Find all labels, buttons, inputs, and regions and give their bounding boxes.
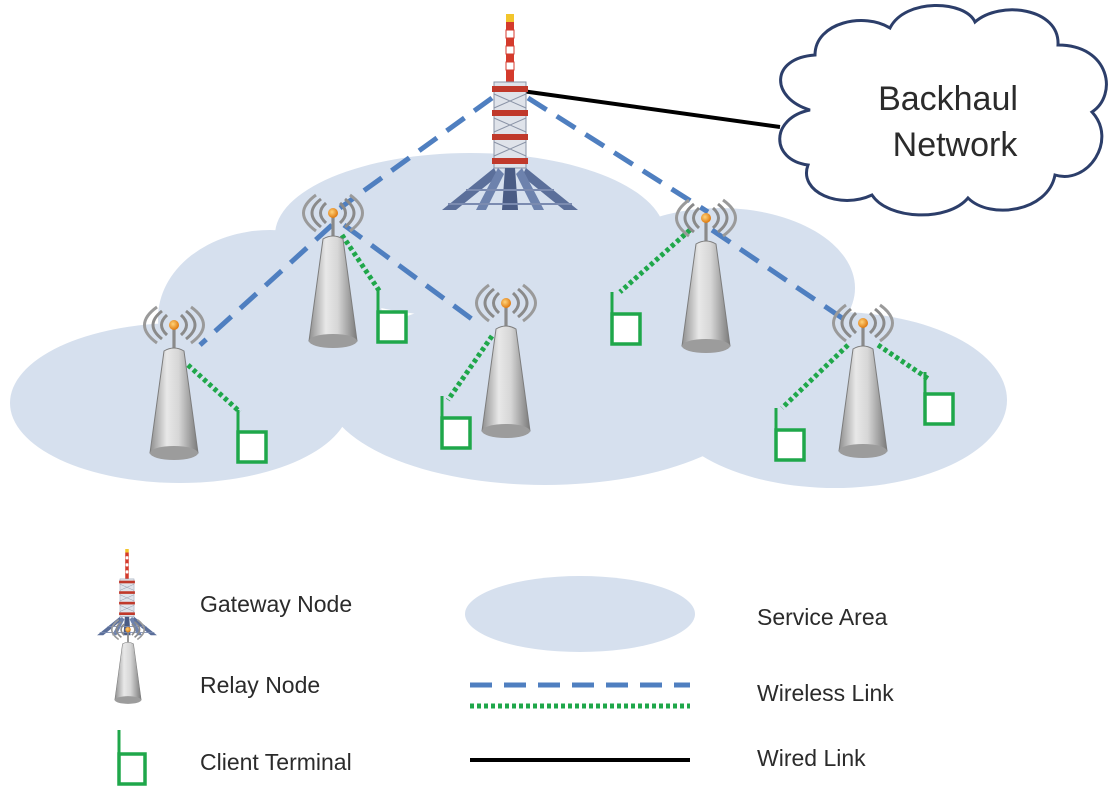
backhaul-label-line1: Backhaul	[878, 80, 1018, 118]
legend-gateway-icon	[96, 548, 158, 636]
legend-wireless-label: Wireless Link	[757, 680, 894, 706]
legend-client-icon	[117, 730, 147, 786]
legend-gateway-label: Gateway Node	[200, 591, 352, 617]
backbone-link-relay1-relay2	[198, 223, 334, 347]
backhaul-network-cloud: Backhaul Network	[778, 4, 1108, 217]
legend: Gateway Node Relay Node Client Terminal …	[96, 548, 894, 786]
backbone-link-gw-relay5	[526, 95, 710, 215]
legend-relay-icon	[110, 618, 146, 705]
backbone-link-gw-relay1	[338, 95, 494, 211]
access-link-relay1-client	[339, 233, 383, 294]
access-link-relay2-client	[186, 363, 242, 414]
legend-service-area-label: Service Area	[757, 604, 888, 630]
backhaul-label-line2: Network	[893, 126, 1019, 164]
legend-service-area-swatch	[465, 576, 695, 652]
backbone-link-relay1-relay3	[342, 222, 482, 328]
wireless-access-links	[186, 228, 932, 414]
access-link-relay3-client	[445, 334, 495, 402]
legend-relay-label: Relay Node	[200, 672, 320, 698]
legend-client-label: Client Terminal	[200, 749, 352, 775]
backbone-link-relay5-relay6	[710, 227, 850, 325]
wireless-backbone-links	[198, 95, 850, 347]
access-link-relay5-client	[618, 228, 692, 294]
wired-link	[521, 89, 781, 129]
access-link-relay6-client-left	[780, 343, 850, 410]
legend-wired-label: Wired Link	[757, 745, 866, 771]
access-link-relay6-client-right	[876, 342, 932, 383]
